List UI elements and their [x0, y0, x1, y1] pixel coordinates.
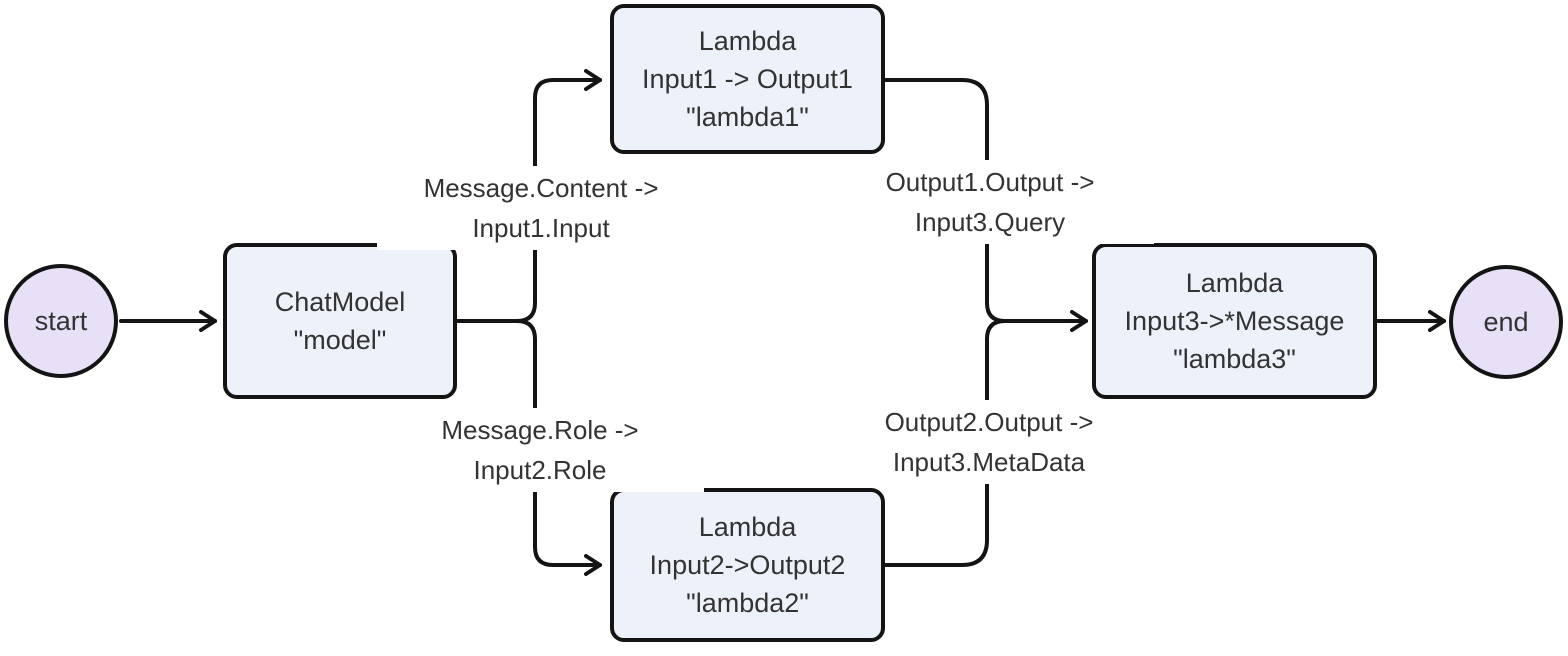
node-lambda1-line: Lambda: [698, 26, 797, 56]
node-lambda3-line: Input3->*Message: [1124, 306, 1345, 336]
edge-label-line: Output1.Output ->: [885, 167, 1095, 197]
edge-lambda2-to-lambda3: [883, 319, 1007, 567]
edge-label-line: Input1.Input: [472, 213, 610, 243]
edge-label-line: Input3.MetaData: [892, 447, 1086, 477]
edge-label-line: Input3.Query: [914, 207, 1066, 237]
node-lambda1-line: Input1 -> Output1: [642, 64, 853, 94]
edge-label-output2-metadata: Output2.Output -> Input3.MetaData: [825, 400, 1153, 484]
node-lambda2-line: Input2->Output2: [649, 550, 846, 580]
node-lambda3-line: "lambda3": [1173, 344, 1296, 374]
node-lambda3: Lambda Input3->*Message "lambda3": [1092, 243, 1377, 399]
node-lambda2-line: Lambda: [698, 512, 797, 542]
node-start-label: start: [34, 306, 88, 336]
node-end: end: [1449, 265, 1563, 379]
edge-label-output1-query: Output1.Output -> Input3.Query: [826, 160, 1154, 244]
node-end-label: end: [1483, 307, 1529, 337]
edge-label-line: Input2.Role: [473, 455, 607, 485]
node-start: start: [4, 264, 118, 378]
edge-label-message-role: Message.Role -> Input2.Role: [376, 408, 704, 492]
edge-label-line: Output2.Output ->: [884, 407, 1094, 437]
node-chatmodel: ChatModel "model": [223, 243, 457, 399]
edge-label-line: Message.Role ->: [441, 415, 639, 445]
node-lambda2-line: "lambda2": [686, 588, 809, 618]
edge-label-line: Message.Content ->: [423, 173, 659, 203]
node-chatmodel-line: ChatModel: [274, 287, 406, 317]
edge-label-message-content: Message.Content -> Input1.Input: [377, 166, 705, 250]
node-chatmodel-line: "model": [293, 325, 387, 355]
node-lambda3-line: Lambda: [1185, 268, 1284, 298]
node-lambda1-line: "lambda1": [686, 102, 809, 132]
node-lambda2: Lambda Input2->Output2 "lambda2": [610, 488, 885, 642]
node-lambda1: Lambda Input1 -> Output1 "lambda1": [610, 4, 885, 154]
